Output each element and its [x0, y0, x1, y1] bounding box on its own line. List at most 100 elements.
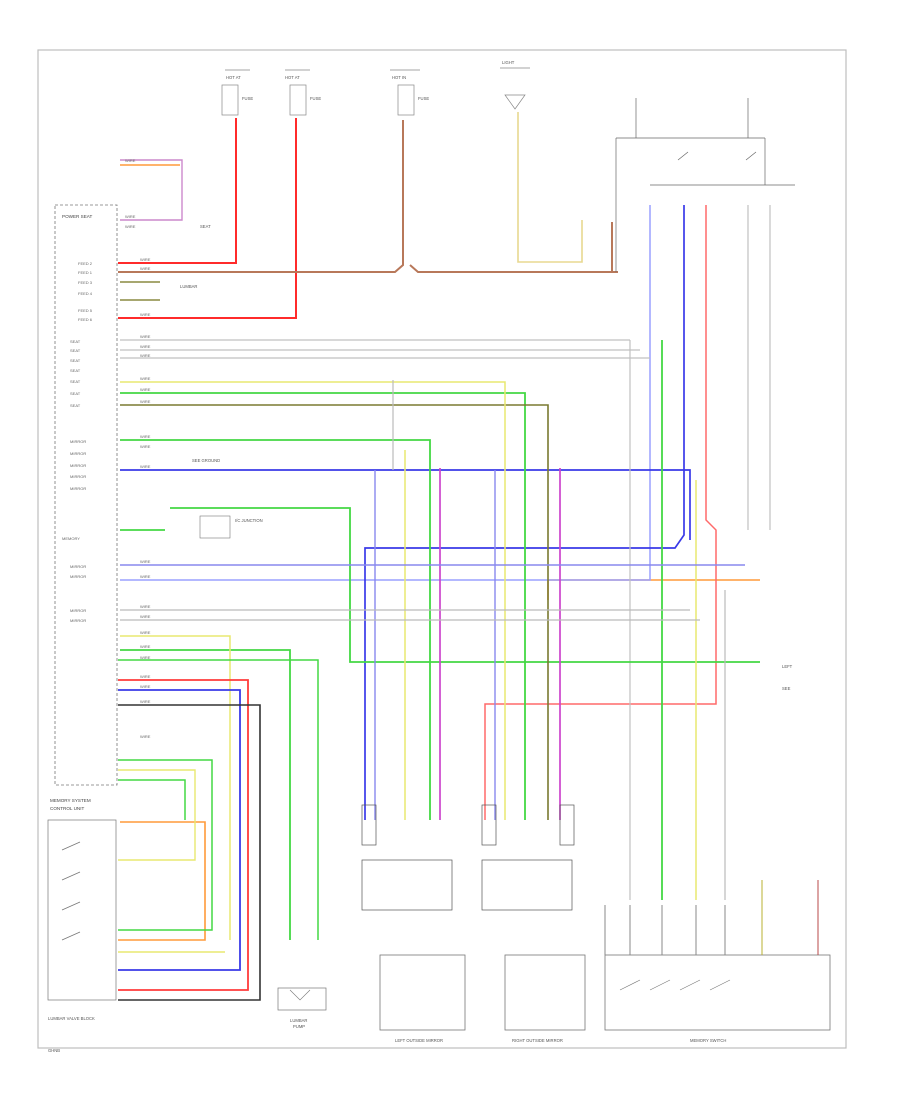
right-outside-mirror: RIGHT OUTSIDE MIRROR	[504, 954, 586, 1043]
svg-text:FUSE: FUSE	[310, 96, 321, 101]
svg-text:WIRE: WIRE	[140, 312, 151, 317]
memory-switch: MEMORY SWITCH	[604, 954, 831, 1043]
junction-notes: I/C JUNCTION SEE GROUND SEAT LUMBAR LEFT…	[180, 224, 793, 691]
wire-gray-long	[120, 380, 726, 900]
memory-unit-pin-labels: FEED 2 FEED 1 FEED 3 FEED 4 FEED 5 FEED …	[62, 261, 93, 623]
svg-text:LUMBAR: LUMBAR	[180, 284, 197, 289]
svg-text:WIRE: WIRE	[140, 399, 151, 404]
lumbar-labels: MEMORY SYSTEM CONTROL UNIT LUMBAR VALVE …	[48, 798, 95, 1021]
wire-olive-long	[120, 404, 549, 820]
svg-text:WIRE: WIRE	[140, 674, 151, 679]
svg-text:WIRE: WIRE	[140, 376, 151, 381]
svg-text:MIRROR: MIRROR	[70, 618, 86, 623]
svg-text:FEED 2: FEED 2	[78, 261, 93, 266]
svg-text:SEAT: SEAT	[70, 391, 81, 396]
svg-text:WIRE: WIRE	[140, 559, 151, 564]
svg-text:WIRE: WIRE	[140, 434, 151, 439]
svg-text:HOT IN: HOT IN	[392, 75, 406, 80]
svg-text:HOT AT: HOT AT	[285, 75, 300, 80]
svg-text:LIGHT: LIGHT	[502, 60, 515, 65]
left-outside-mirror: LEFT OUTSIDE MIRROR	[379, 954, 466, 1043]
lumbar-pump: LUMBAR PUMP	[277, 987, 327, 1029]
svg-text:MIRROR: MIRROR	[70, 486, 86, 491]
svg-text:WIRE: WIRE	[140, 630, 151, 635]
svg-text:HOT AT: HOT AT	[226, 75, 241, 80]
svg-text:PUMP: PUMP	[293, 1024, 305, 1029]
svg-text:WIRE: WIRE	[140, 574, 151, 579]
svg-text:SEAT: SEAT	[70, 403, 81, 408]
wire-yellow-lower	[118, 769, 225, 953]
power-seat-switch-area	[615, 98, 795, 272]
svg-text:WIRE: WIRE	[140, 699, 151, 704]
svg-text:LUMBAR VALVE BLOCK: LUMBAR VALVE BLOCK	[48, 1016, 95, 1021]
svg-text:FEED 5: FEED 5	[78, 308, 93, 313]
wire-olive	[120, 281, 160, 301]
wire-green	[120, 340, 760, 940]
svg-text:WIRE: WIRE	[140, 614, 151, 619]
connector-stacks	[361, 804, 575, 911]
svg-text:MIRROR: MIRROR	[70, 574, 86, 579]
svg-text:WIRE: WIRE	[140, 334, 151, 339]
svg-text:MIRROR: MIRROR	[70, 439, 86, 444]
wire-red-lower	[118, 679, 249, 991]
fuse-group	[221, 67, 530, 116]
svg-text:MIRROR: MIRROR	[70, 451, 86, 456]
svg-text:SEE: SEE	[782, 686, 791, 691]
svg-text:WIRE: WIRE	[140, 344, 151, 349]
svg-text:SEAT: SEAT	[70, 358, 81, 363]
svg-text:CONTROL UNIT: CONTROL UNIT	[50, 806, 84, 811]
wire-lightblue	[120, 205, 651, 581]
wire-color-labels: WIRE WIRE WIRE WIRE WIRE WIRE WIRE WIRE …	[125, 158, 151, 739]
wire-violet	[439, 468, 561, 820]
svg-text:I/C JUNCTION: I/C JUNCTION	[235, 518, 263, 523]
svg-text:WIRE: WIRE	[140, 464, 151, 469]
svg-text:WIRE: WIRE	[140, 604, 151, 609]
wire-brown	[118, 120, 618, 273]
svg-text:LEFT: LEFT	[782, 664, 793, 669]
svg-text:WIRE: WIRE	[140, 266, 151, 271]
wire-orange	[118, 164, 760, 941]
svg-text:WIRE: WIRE	[140, 387, 151, 392]
wire-red-right	[484, 205, 717, 820]
svg-text:FEED 3: FEED 3	[78, 280, 93, 285]
svg-text:FEED 1: FEED 1	[78, 270, 93, 275]
svg-text:SEE GROUND: SEE GROUND	[192, 458, 220, 463]
wire-black-lower	[118, 704, 261, 1001]
svg-text:MEMORY: MEMORY	[62, 536, 80, 541]
svg-text:SEAT: SEAT	[70, 379, 81, 384]
svg-text:LUMBAR: LUMBAR	[290, 1018, 307, 1023]
wire-red-1	[118, 118, 297, 319]
svg-text:FUSE: FUSE	[242, 96, 253, 101]
svg-text:WIRE: WIRE	[140, 655, 151, 660]
svg-text:MEMORY SYSTEM: MEMORY SYSTEM	[50, 798, 91, 803]
svg-text:WIRE: WIRE	[140, 684, 151, 689]
memory-control-unit: POWER SEAT	[54, 204, 118, 786]
svg-text:WIRE: WIRE	[125, 224, 136, 229]
svg-text:MIRROR: MIRROR	[70, 608, 86, 613]
svg-text:FUSE: FUSE	[418, 96, 429, 101]
wire-lavender	[120, 470, 745, 820]
footer: GHNB	[48, 1048, 60, 1053]
memory-switch-stubs	[604, 880, 819, 955]
wire-violet-pair	[120, 159, 183, 221]
svg-text:WIRE: WIRE	[125, 158, 136, 163]
svg-text:POWER SEAT: POWER SEAT	[62, 214, 92, 219]
wire-blue-lower	[118, 689, 241, 971]
svg-text:SEAT: SEAT	[200, 224, 211, 229]
svg-text:SEAT: SEAT	[70, 348, 81, 353]
page-code: GHNB	[48, 1048, 60, 1053]
wire-green-lower	[118, 659, 319, 940]
diagram-border	[37, 49, 847, 1049]
svg-text:WIRE: WIRE	[125, 214, 136, 219]
svg-text:FEED 6: FEED 6	[78, 317, 93, 322]
wire-yellow-top	[517, 112, 583, 263]
svg-text:FEED 4: FEED 4	[78, 291, 93, 296]
svg-text:WIRE: WIRE	[140, 734, 151, 739]
svg-text:MIRROR: MIRROR	[70, 474, 86, 479]
svg-text:MIRROR: MIRROR	[70, 463, 86, 468]
svg-text:SEAT: SEAT	[70, 368, 81, 373]
svg-text:LEFT OUTSIDE MIRROR: LEFT OUTSIDE MIRROR	[395, 1038, 443, 1043]
svg-text:WIRE: WIRE	[140, 444, 151, 449]
lumbar-valve-block	[47, 819, 117, 1001]
